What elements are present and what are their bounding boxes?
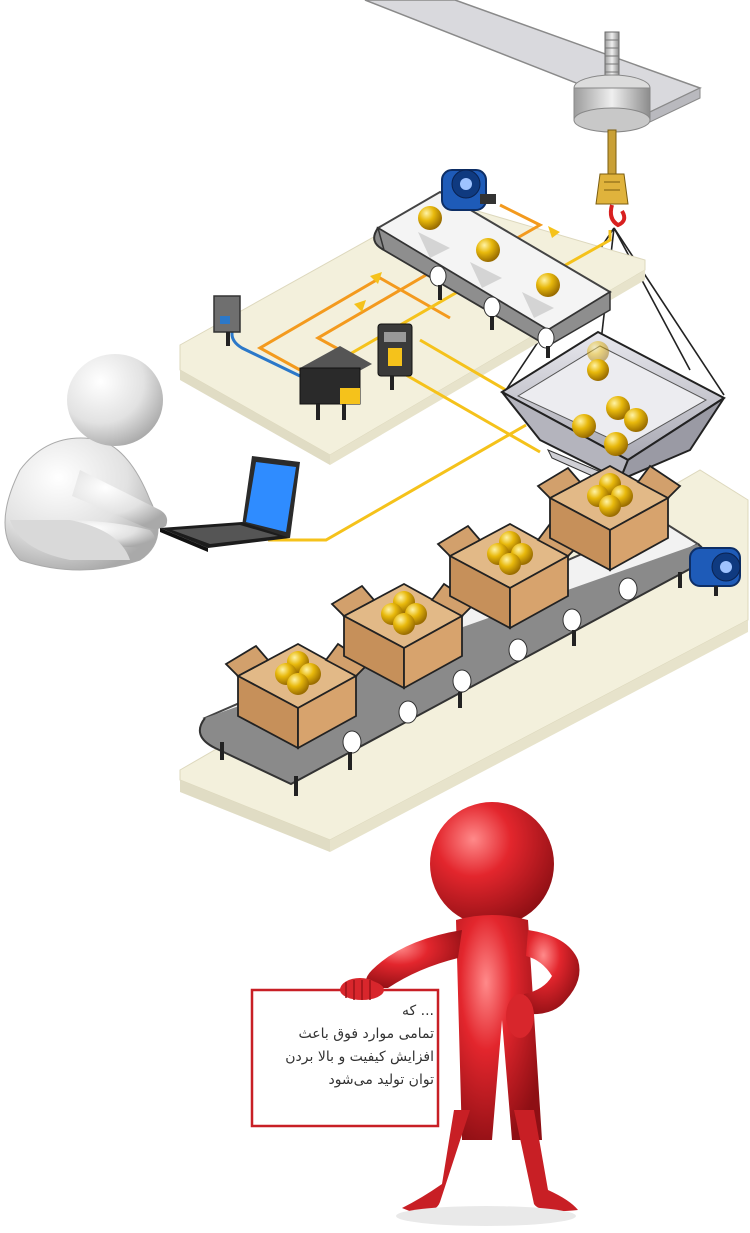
sign-line-3: افزایش کیفیت و بالا بردن (285, 1049, 434, 1065)
box-1 (224, 642, 370, 750)
motor-icon (441, 169, 496, 211)
hopper (500, 330, 726, 491)
white-figure-with-laptop (4, 354, 168, 571)
ball (499, 553, 521, 575)
box-4 (536, 464, 682, 572)
sign-line-1: ... که (402, 1003, 434, 1019)
upper-balls (418, 206, 560, 297)
sign-line-4: توان تولید می‌شود (328, 1072, 434, 1088)
ball (287, 673, 309, 695)
ball (599, 495, 621, 517)
plc-icon (377, 323, 413, 390)
sign-board (250, 988, 440, 1128)
crane-hook-icon (573, 31, 651, 228)
red-hand (340, 980, 384, 1000)
sign-text: ... که تمامی موارد فوق باعث افزایش کیفیت… (254, 1000, 434, 1092)
sign-line-2: تمامی موارد فوق باعث (298, 1026, 434, 1042)
box-2 (330, 582, 476, 690)
shipping-boxes (224, 464, 682, 750)
wire-arrows (354, 226, 560, 312)
lower-motor-icon (689, 547, 741, 596)
laptop-icon (160, 456, 300, 552)
hopper-balls (572, 341, 648, 456)
controller-icon (299, 346, 372, 420)
sensor-icon (213, 295, 241, 346)
ball (393, 613, 415, 635)
